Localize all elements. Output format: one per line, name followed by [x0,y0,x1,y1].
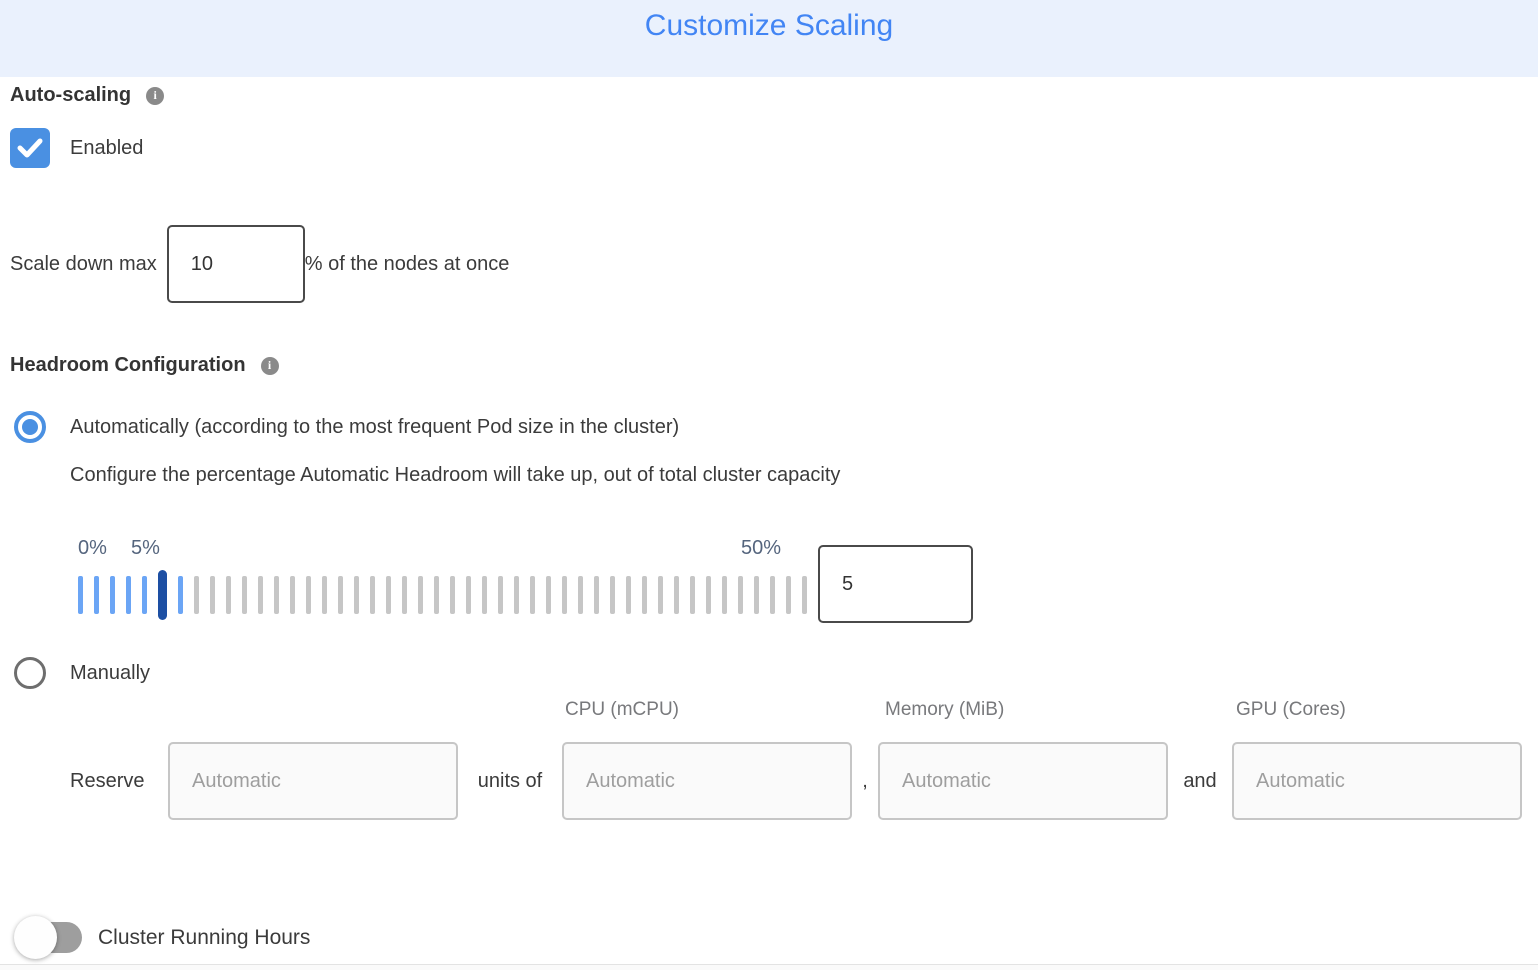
units-of-label: units of [477,769,543,792]
auto-scaling-checkbox[interactable] [10,128,50,168]
auto-scaling-label: Auto-scaling [10,84,132,106]
slider-tick [738,576,743,614]
slider-tick [770,576,775,614]
automatic-option-label: Automatically (according to the most fre… [70,415,680,438]
slider-tick-filled [78,576,83,614]
gpu-column-header: GPU (Cores) [1236,699,1346,720]
slider-tick [306,576,311,614]
automatic-radio[interactable] [14,411,46,443]
slider-tick [546,576,551,614]
slider-tick [482,576,487,614]
slider-tick [722,576,727,614]
slider-current-label: 5% [131,537,160,559]
slider-tick-filled [110,576,115,614]
toggle-knob[interactable] [14,916,57,959]
headroom-percentage-input[interactable] [818,545,973,623]
slider-tick-filled [178,576,183,614]
slider-tick [594,576,599,614]
slider-tick [210,576,215,614]
slider-tick [610,576,615,614]
auto-scaling-heading: Auto-scaling i [10,84,165,107]
headroom-label: Headroom Configuration [10,354,246,376]
auto-scaling-enabled-row: Enabled [10,128,143,168]
headroom-manual-option: Manually [14,657,150,689]
scale-down-row: Scale down max % of the nodes at once [10,225,509,303]
slider-tick [578,576,583,614]
radio-dot [22,419,38,435]
slider-handle[interactable] [158,570,167,620]
slider-tick [258,576,263,614]
info-icon[interactable]: i [260,356,279,375]
slider-tick-filled [142,576,147,614]
reserve-label: Reserve [70,769,145,792]
reserve-cpu-input[interactable] [562,742,852,820]
manually-option-label: Manually [70,661,151,684]
slider-tick [370,576,375,614]
and-label: and [1183,769,1217,792]
cluster-running-hours-row: Cluster Running Hours [14,916,311,959]
slider-tick-filled [94,576,99,614]
slider-tick [786,576,791,614]
slider-tick [274,576,279,614]
reserve-row: Reserve units of , and [70,741,1522,821]
slider-tick [386,576,391,614]
slider-tick [194,576,199,614]
slider-tick [626,576,631,614]
cpu-column-header: CPU (mCPU) [565,699,679,720]
reserve-gpu-input[interactable] [1232,742,1522,820]
slider-tick [226,576,231,614]
slider-tick [658,576,663,614]
slider-tick [706,576,711,614]
cluster-running-hours-toggle[interactable] [14,916,82,959]
slider-tick [242,576,247,614]
slider-tick [802,576,807,614]
slider-tick-filled [126,576,131,614]
slider-tick [338,576,343,614]
slider-tick [642,576,647,614]
slider-tick [402,576,407,614]
slider-min-label: 0% [78,537,107,559]
slider-tick [562,576,567,614]
slider-tick [690,576,695,614]
scale-down-label: Scale down max [10,252,157,275]
slider-tick [514,576,519,614]
headroom-automatic-option: Automatically (according to the most fre… [14,411,679,443]
slider-tick [674,576,679,614]
automatic-description: Configure the percentage Automatic Headr… [70,464,841,486]
check-icon [17,138,43,158]
headroom-slider-track[interactable] [78,570,807,620]
slider-tick [530,576,535,614]
cluster-running-hours-label: Cluster Running Hours [98,925,311,949]
slider-tick [290,576,295,614]
slider-tick [754,576,759,614]
page-title: Customize Scaling [644,9,894,42]
memory-column-header: Memory (MiB) [885,699,1005,720]
slider-tick [322,576,327,614]
scale-down-input[interactable] [166,225,305,303]
slider-tick [418,576,423,614]
comma-separator: , [862,769,868,792]
enabled-label: Enabled [70,136,144,159]
slider-max-label: 50% [741,537,782,559]
reserve-memory-input[interactable] [878,742,1168,820]
scale-down-suffix: % of the nodes at once [304,252,510,275]
info-icon[interactable]: i [146,86,165,105]
slider-tick [354,576,359,614]
slider-tick [450,576,455,614]
reserve-units-input[interactable] [168,742,458,820]
slider-tick [434,576,439,614]
manually-radio[interactable] [14,657,46,689]
panel-header: Customize Scaling [0,0,1538,77]
slider-tick [498,576,503,614]
slider-tick [466,576,471,614]
headroom-heading: Headroom Configuration i [10,354,279,377]
bottom-divider [0,964,1538,970]
